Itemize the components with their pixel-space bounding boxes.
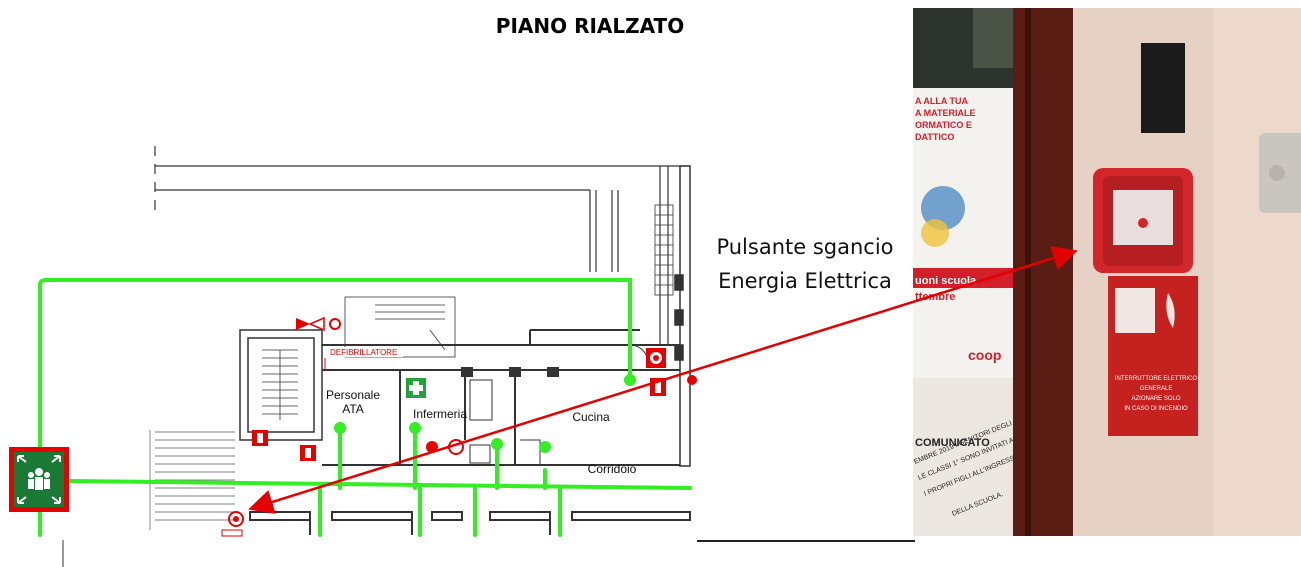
room-label-cucina: Cucina: [572, 410, 610, 424]
photo-alarm-button: A ALLA TUA A MATERIALE ORMATICO E DATTIC…: [913, 8, 1301, 536]
wall-box: [1141, 43, 1185, 133]
fire-alarm-sign: INTERRUTTORE ELETTRICO GENERALE AZIONARE…: [1108, 276, 1198, 436]
room-label-corridoio: Corridoio: [588, 462, 637, 476]
classroom-walls: [249, 511, 691, 535]
alarm-button-photo: [1093, 168, 1193, 273]
poster-brand: coop: [968, 347, 1001, 363]
poster-line-2: A MATERIALE: [915, 108, 976, 118]
callout-label: Pulsante sgancio Energia Elettrica: [690, 230, 920, 298]
poster-line-1: A ALLA TUA: [915, 96, 968, 106]
floor-plan: DEFIBRILLATORE Personale ATA Infermeria …: [9, 146, 697, 567]
hydrant-icon: [426, 348, 697, 455]
poster-image: A ALLA TUA A MATERIALE ORMATICO E DATTIC…: [913, 88, 1018, 378]
sign-line-1: INTERRUTTORE ELETTRICO: [1115, 376, 1198, 382]
stairs-right: [654, 204, 674, 296]
poster-bottom-1: uoni scuola: [915, 275, 977, 287]
defibrillator-label: DEFIBRILLATORE: [330, 348, 397, 357]
poster-line-3: ORMATICO E: [915, 120, 972, 130]
stairs-bottom-left: [149, 430, 235, 530]
poster-line-4: DATTICO: [915, 132, 954, 142]
sign-line-2: GENERALE: [1140, 386, 1173, 392]
notice-sheet: COMUNICATO EMBRE 2019 I GENITORI DEGLI L…: [913, 378, 1028, 536]
sign-line-3: AZIONARE SOLO: [1131, 396, 1180, 402]
door-frame: [1013, 8, 1073, 536]
sign-line-4: IN CASO DI INCENDIO: [1124, 406, 1188, 412]
defibrillator-label-group: DEFIBRILLATORE: [324, 347, 403, 370]
callout-line-2: Energia Elettrica: [718, 269, 892, 293]
alarm-button-icon: [221, 511, 244, 537]
poster-bottom-2: ttembre: [915, 291, 955, 303]
stairwell-left: [239, 329, 323, 441]
room-label-infermeria: Infermeria: [413, 407, 467, 421]
floor-title: PIANO RIALZATO: [495, 14, 685, 38]
plan-outline: [154, 146, 690, 345]
room-label-personale: Personale: [326, 388, 380, 402]
siren-icon: [296, 316, 341, 332]
callout-line-1: Pulsante sgancio: [716, 235, 894, 259]
assembly-point-icon: [9, 447, 69, 512]
evacuation-routes: [38, 278, 692, 537]
right-wall: [674, 165, 691, 467]
divider-line: [697, 540, 915, 542]
first-aid-icon: [406, 378, 426, 398]
room-label-ata: ATA: [342, 402, 364, 416]
